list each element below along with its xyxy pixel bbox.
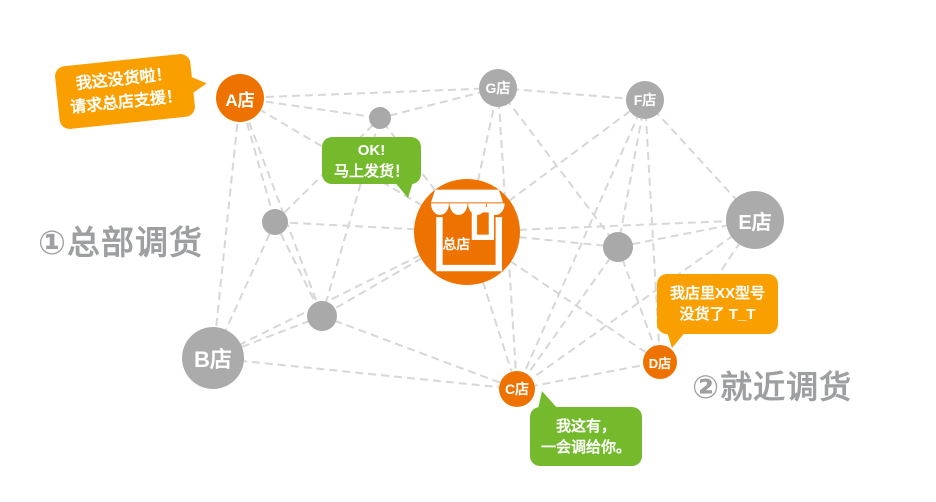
speech-bubble-d-request: 我店里XX型号 没货了 T_T — [657, 274, 778, 348]
network-edge — [617, 246, 661, 363]
network-edge — [617, 99, 646, 248]
hq-node: 总店 — [414, 179, 520, 285]
store-node-g: G店 — [479, 69, 517, 107]
bubble-tail — [187, 75, 207, 96]
relay-node — [603, 232, 633, 262]
store-node-f: F店 — [626, 81, 664, 119]
network-edge — [617, 219, 756, 248]
bubble-line: 一会调给你。 — [540, 438, 631, 456]
network-edge — [466, 87, 499, 233]
store-node-a: A店 — [216, 74, 264, 122]
store-node-d: D店 — [643, 345, 677, 379]
speech-bubble-c-reply: 我这有， 一会调给你。 — [530, 391, 642, 466]
network-edge — [212, 97, 241, 359]
heading-nearby-transfer: ②就近调货 — [692, 369, 853, 405]
relay-node — [369, 107, 391, 129]
network-edge — [274, 117, 381, 223]
network-edge — [212, 231, 468, 359]
speech-bubble-hq-reply: OK! 马上发货！ — [322, 137, 421, 198]
bubble-tail — [538, 391, 558, 409]
network-edge — [516, 219, 756, 390]
network-edge — [239, 97, 276, 223]
relay-node — [307, 301, 337, 331]
hq-label: 总店 — [443, 236, 471, 252]
network-edge — [274, 221, 323, 317]
storefront-icon: 总店 — [430, 189, 505, 272]
network-edge — [516, 361, 661, 390]
network-edge — [379, 87, 499, 119]
network-edge — [466, 219, 756, 233]
store-node-b: B店 — [182, 327, 244, 389]
bubble-line: 马上发货！ — [333, 162, 409, 180]
network-edge — [321, 315, 518, 390]
heading-hq-transfer: ①总部调货 — [38, 224, 203, 261]
network-edge — [516, 99, 646, 390]
bubble-line: 我店里XX型号 — [669, 285, 765, 302]
speech-bubble-a-request: 我这没货啦！ 请求总店支援！ — [54, 53, 207, 130]
bubble-line: OK! — [357, 141, 386, 159]
relay-node — [262, 209, 288, 235]
network-edge — [239, 97, 381, 119]
store-node-e: E店 — [726, 191, 784, 249]
bubble-tail — [393, 180, 413, 198]
bubble-line: 没货了 T_T — [679, 306, 756, 323]
network-edge — [212, 357, 518, 390]
network-edge — [239, 87, 499, 99]
network-edge — [644, 99, 661, 363]
network-edge — [516, 246, 619, 390]
bubble-line: 我这有， — [555, 417, 616, 435]
store-node-c: C店 — [499, 371, 535, 407]
network-edge — [497, 87, 646, 101]
bubble-tail — [667, 330, 687, 348]
network-edge — [497, 87, 619, 248]
